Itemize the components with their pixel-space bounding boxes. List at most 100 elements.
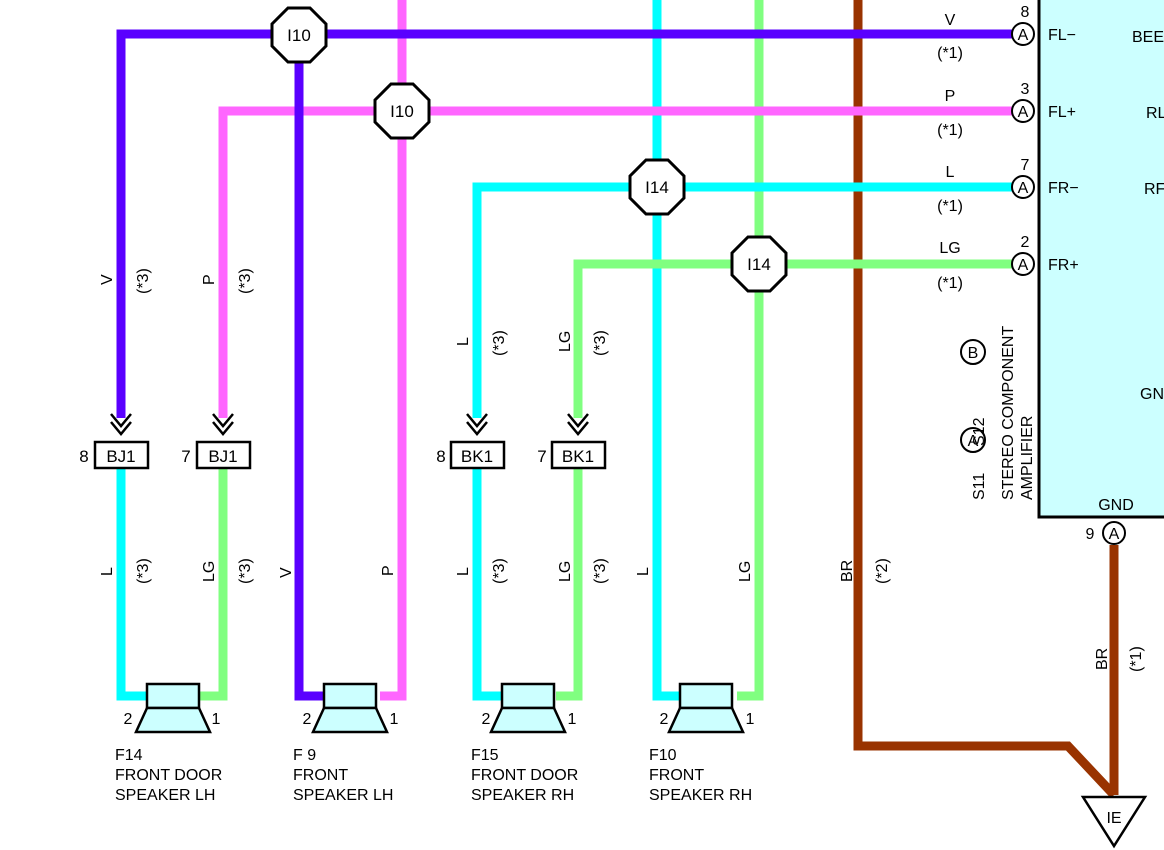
- wire-labels-lower: L (*3) LG (*3) V P L (*3) LG (*3) L LG B…: [99, 558, 1145, 672]
- svg-text:SPEAKER RH: SPEAKER RH: [471, 787, 574, 804]
- svg-text:A: A: [1018, 257, 1029, 274]
- amp-gnd-pin-num: 9: [1086, 526, 1095, 543]
- svg-text:L: L: [455, 337, 472, 346]
- wire-l-f15: [472, 468, 502, 701]
- svg-text:(*2): (*2): [874, 558, 891, 584]
- svg-text:SPEAKER LH: SPEAKER LH: [115, 787, 215, 804]
- wire-l-fr-minus: [472, 182, 1012, 418]
- svg-text:FL+: FL+: [1048, 104, 1076, 121]
- amp-code-s12: S12: [971, 417, 988, 446]
- amp-code-s11: S11: [971, 473, 988, 500]
- amp-right-label: BEE: [1132, 29, 1164, 46]
- ground-ie-icon: IE: [1080, 795, 1148, 849]
- svg-text:1: 1: [390, 711, 399, 728]
- svg-text:2: 2: [482, 711, 491, 728]
- svg-text:(*3): (*3): [237, 558, 254, 584]
- amp-right-label: GN: [1140, 386, 1164, 403]
- svg-text:P: P: [945, 88, 956, 105]
- amp-gnd-pin-conn: A: [1109, 526, 1120, 543]
- svg-text:(*3): (*3): [135, 268, 152, 294]
- svg-text:P: P: [380, 565, 397, 576]
- ground-label: IE: [1106, 810, 1121, 827]
- svg-text:BR: BR: [839, 560, 856, 582]
- svg-text:LG: LG: [939, 240, 960, 257]
- amp-pin-fr-minus: A 7 FR− L (*1): [937, 157, 1079, 215]
- svg-text:(*3): (*3): [491, 558, 508, 584]
- amp-title-line2: AMPLIFIER: [1019, 416, 1036, 500]
- svg-text:FRONT DOOR: FRONT DOOR: [471, 767, 578, 784]
- speaker-f14: 2 1 F14 FRONT DOOR SPEAKER LH: [115, 682, 222, 804]
- svg-text:LG: LG: [557, 331, 574, 352]
- speaker-f15: 2 1 F15 FRONT DOOR SPEAKER RH: [471, 682, 578, 804]
- svg-text:F10: F10: [649, 747, 677, 764]
- wire-v-fl-minus: [116, 29, 1012, 418]
- svg-text:P: P: [201, 274, 218, 285]
- junction-i14-a: I14: [628, 158, 686, 216]
- svg-text:L: L: [455, 567, 472, 576]
- wire-lg-f10: [737, 0, 764, 701]
- svg-text:2: 2: [303, 711, 312, 728]
- junction-i10-a: I10: [270, 6, 328, 64]
- wire-p-fl-plus: [218, 106, 1012, 418]
- svg-text:L: L: [99, 567, 116, 576]
- svg-text:LG: LG: [737, 561, 754, 582]
- svg-text:A: A: [1018, 104, 1029, 121]
- svg-text:(*3): (*3): [592, 558, 609, 584]
- svg-text:(*1): (*1): [937, 198, 963, 215]
- amp-conn-b: B: [968, 345, 979, 362]
- svg-text:F14: F14: [115, 747, 143, 764]
- svg-text:A: A: [1018, 27, 1029, 44]
- svg-text:BJ1: BJ1: [208, 447, 237, 466]
- svg-text:8: 8: [79, 447, 88, 466]
- svg-text:FR+: FR+: [1048, 257, 1079, 274]
- wire-p-f9: [380, 0, 407, 701]
- amp-conn-a: A: [968, 433, 979, 450]
- svg-text:V: V: [945, 12, 956, 29]
- svg-text:2: 2: [660, 711, 669, 728]
- svg-text:F 9: F 9: [293, 747, 316, 764]
- svg-text:2: 2: [1021, 234, 1030, 251]
- wire-v-f9: [294, 34, 324, 701]
- svg-text:(*3): (*3): [592, 330, 609, 356]
- svg-text:1: 1: [568, 711, 577, 728]
- junction-i14-b: I14: [730, 235, 788, 293]
- junction-i10-b: I10: [373, 82, 431, 140]
- speaker-f9: 2 1 F 9 FRONT SPEAKER LH: [293, 682, 399, 804]
- wire-l-f14: [116, 468, 147, 701]
- wire-br-main: [853, 0, 1118, 799]
- wire-lg-f14: [199, 468, 228, 701]
- amp-gnd-label: GND: [1098, 497, 1134, 514]
- junction-label: I14: [747, 255, 771, 274]
- junction-label: I10: [287, 26, 311, 45]
- amp-title-line1: STEREO COMPONENT: [1000, 326, 1017, 500]
- wire-labels-upper: V (*3) P (*3) L (*3) LG (*3): [99, 268, 609, 356]
- amp-pin-fl-minus: A 8 FL− V (*1): [937, 4, 1076, 62]
- svg-text:L: L: [635, 567, 652, 576]
- svg-text:7: 7: [1021, 157, 1030, 174]
- svg-text:FRONT: FRONT: [649, 767, 704, 784]
- svg-text:BK1: BK1: [562, 447, 594, 466]
- svg-text:(*1): (*1): [937, 275, 963, 292]
- svg-text:BR: BR: [1094, 648, 1111, 670]
- svg-text:(*3): (*3): [491, 330, 508, 356]
- svg-text:1: 1: [746, 711, 755, 728]
- svg-text:A: A: [1018, 180, 1029, 197]
- connector-bk1-pin8: BK1 8: [436, 413, 506, 470]
- svg-text:V: V: [278, 567, 295, 578]
- junction-label: I14: [645, 178, 669, 197]
- connector-bk1-pin7: BK1 7: [537, 413, 607, 470]
- wire-lg-fr-plus: [573, 259, 1012, 418]
- amp-right-label: RF: [1144, 181, 1164, 198]
- stereo-amplifier: A 8 FL− V (*1) A 3 FL+ P (*1) A 7 FR− L …: [937, 0, 1164, 545]
- svg-text:(*3): (*3): [237, 268, 254, 294]
- svg-text:BK1: BK1: [461, 447, 493, 466]
- amp-right-label: RL: [1146, 105, 1164, 122]
- svg-text:(*3): (*3): [135, 558, 152, 584]
- connector-bj1-pin7: BJ1 7: [181, 413, 252, 470]
- amp-pin-fl-plus: A 3 FL+ P (*1): [937, 81, 1076, 139]
- svg-text:LG: LG: [201, 561, 218, 582]
- svg-text:1: 1: [212, 711, 221, 728]
- wire-lg-f15: [556, 468, 583, 701]
- svg-text:FR−: FR−: [1048, 180, 1079, 197]
